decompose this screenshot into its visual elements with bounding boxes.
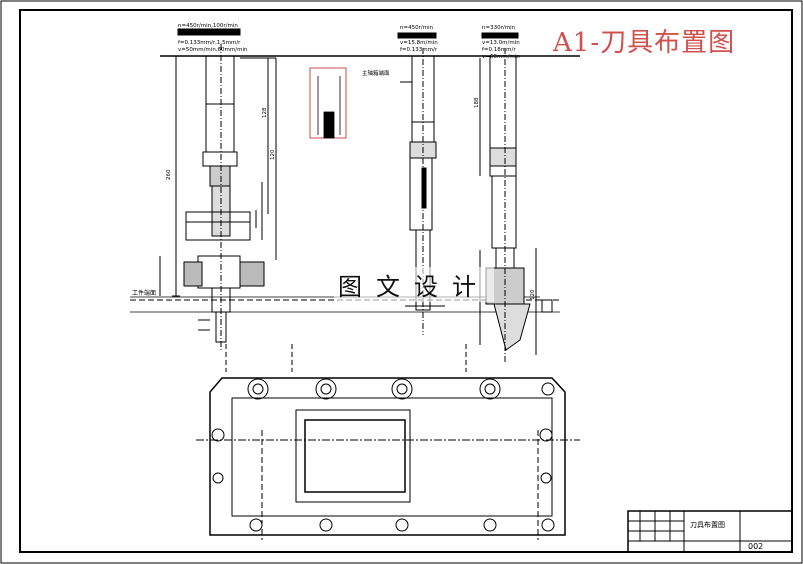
title-block [627,510,793,553]
left-param-2: f=0.133mm/r,1.5mm/r [178,40,241,46]
right-param-4: v=60mm/min [482,54,520,60]
station-middle-tool [397,32,445,335]
title-block-number: 002 [748,542,763,551]
left-param-3: v=50mm/min,60mm/min [178,47,248,53]
inner-frame [19,9,793,553]
dim-right-upper: 188 [474,97,480,108]
plan-view [196,344,580,540]
title-block-name: 刀具布置图 [690,520,725,529]
drawing-title: A1-刀具布置图 [553,28,736,58]
middle-param-3: f=0.133mm/r [400,47,438,53]
watermark: 图文设计 [334,267,494,302]
middle-param-1: n=450r/min [400,25,434,31]
right-param-3: f=0.18mm/r [482,47,516,53]
right-param-1: n=330r/min [482,25,516,31]
spindle-box-end-label: 主轴箱端面 [362,69,390,77]
dim-right-lower: 120 [530,289,536,300]
middle-param-2: v=15.8m/min [400,40,438,46]
left-param-1: n=450r/min,100r/min [178,23,238,29]
station-left-tool [159,28,277,350]
dim-left-mid: 120 [270,149,276,160]
dim-left-upper: 128 [262,107,268,118]
right-param-2: v=13.0m/min [482,40,520,46]
dim-left-total: 260 [166,169,172,180]
detail-callout [309,67,347,139]
workpiece-end-label: 工件端面 [132,289,156,297]
